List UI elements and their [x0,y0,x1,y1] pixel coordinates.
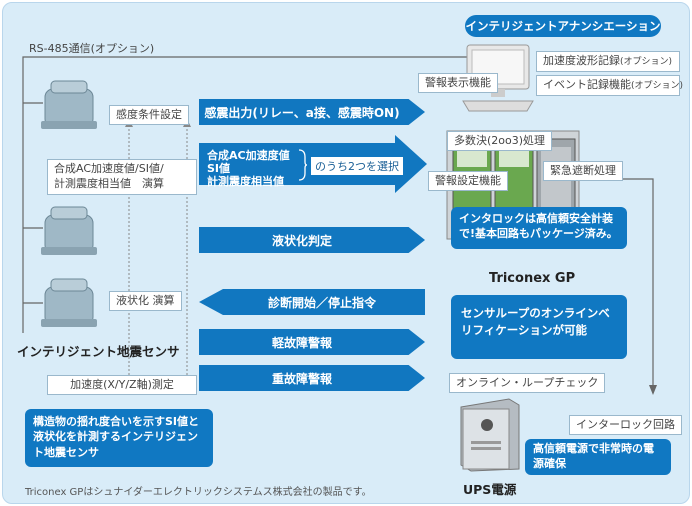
event-record-box: イベント記録機能(オプション) [536,75,684,96]
event-record-opt: (オプション) [631,81,684,91]
interlock-arrowhead [649,385,657,395]
sensor-icon-1 [41,80,97,129]
liquefaction-arrow: 液状化判定 [199,227,425,253]
waveform-record-opt: (オプション) [620,57,673,67]
ups-icon [460,398,520,472]
sensor-icon-2 [41,206,97,255]
triconex-label: Triconex GP [489,271,576,286]
minor-fault-arrow: 軽故障警報 [199,329,425,355]
footer-note: Triconex GPはシュナイダーエレクトリックシステムス株式会社の製品です。 [25,487,372,498]
sensor-loop-note: センサループのオンラインベリフィケーションが可能 [451,295,627,359]
selection-brace-icon [298,149,307,181]
waveform-record-label: 加速度波形記録 [543,54,620,67]
waveform-record-box: 加速度波形記録(オプション) [536,51,680,72]
diagnosis-arrow-label: 診断開始／停止指令 [267,295,376,310]
accel-measure-box: 加速度(X/Y/Z軸)測定 [47,375,197,396]
emergency-cut-box: 緊急遮断処理 [543,161,623,182]
sensor-desc-note: 構造物の揺れ度合いを示すSI値と液状化を計測するインテリジェント地震センサ [25,409,213,467]
voting-box: 多数決(2oo3)処理 [447,131,553,152]
liquefaction-arrow-label: 液状化判定 [271,233,332,248]
selection-choose-label: のうち2つを選択 [311,157,403,175]
seismic-output-arrow: 感震出力(リレー、a接、感震時ON) [199,99,425,125]
sensor-icon-3 [41,278,97,327]
annunciation-title: インテリジェントアナンシエーション [465,15,661,37]
selection-option-2: SI値 [207,162,231,176]
sensor-label: インテリジェント地震センサ [17,344,180,359]
composite-calc-line1: 合成AC加速度値/SI値/ [54,162,164,175]
interlock-circuit-box: インターロック回路 [569,415,682,436]
alarm-display-box: 警報表示機能 [418,73,498,94]
composite-calc-line2: 計測震度相当値 演算 [54,176,164,190]
composite-calc-box: 合成AC加速度値/SI値/ 計測震度相当値 演算 [47,159,197,195]
selection-option-3: 計測震度相当値 [207,175,284,189]
selection-option-1: 合成AC加速度値 [207,149,290,162]
sensitivity-setting-box: 感度条件設定 [109,105,189,126]
seismic-output-label: 感震出力(リレー、a接、感震時ON) [204,105,400,120]
ups-label: UPS電源 [463,482,517,497]
interlock-note: インタロックは高信頼安全計装で!基本回路もパッケージ済み。 [451,207,627,249]
ups-note: 高信頼電源で非常時の電源確保 [525,439,671,475]
diagnosis-arrow: 診断開始／停止指令 [199,289,425,315]
minor-fault-label: 軽故障警報 [271,335,332,350]
alarm-setting-box: 警報設定機能 [428,171,508,192]
online-loop-check-box: オンライン・ループチェック [449,373,606,394]
selection-arrow: 合成AC加速度値 SI値 計測震度相当値 のうち2つを選択 [199,135,427,193]
selection-options: 合成AC加速度値 SI値 計測震度相当値 [207,149,290,189]
event-record-label: イベント記録機能 [543,78,631,91]
rs485-label: RS-485通信(オプション) [29,42,155,55]
major-fault-arrow: 重故障警報 [199,365,425,391]
major-fault-label: 重故障警報 [271,371,332,386]
liquefaction-calc-box: 液状化 演算 [109,291,182,312]
